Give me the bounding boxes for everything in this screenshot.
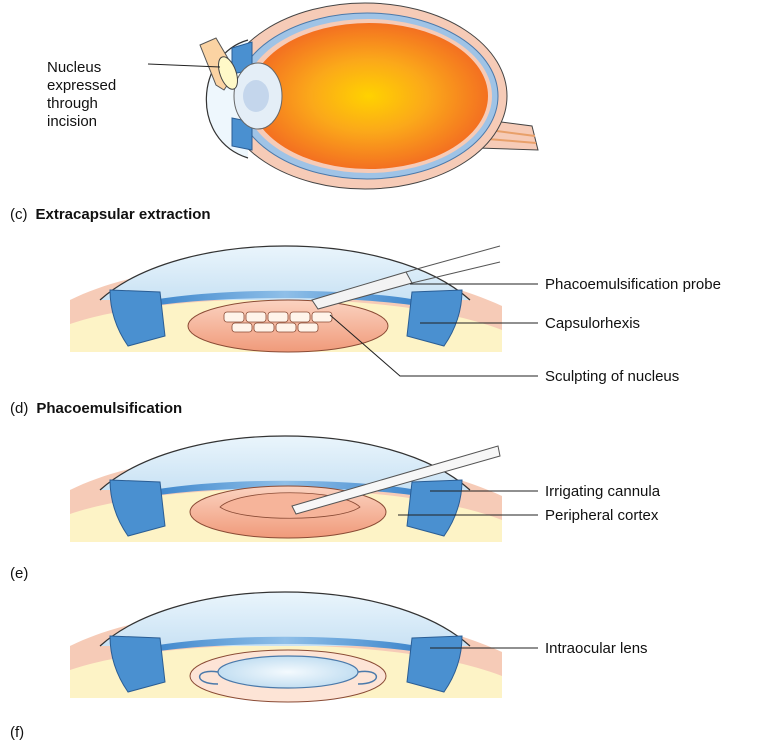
cannula-label: Irrigating cannula [545,483,661,500]
nucleus-callout: Nucleus expressed through incision [47,59,120,130]
panel-f: Intraocular lens (f) [10,592,648,741]
nucleus-fragments [224,312,332,332]
anterior-segment-d [70,246,502,352]
panel-f-caption: (f) [10,724,24,741]
panel-e: Irrigating cannula Peripheral cortex (e) [10,436,661,582]
anterior-segment-f [70,592,502,702]
panel-c: Nucleus expressed through incision (c) E… [10,3,538,223]
panel-d: Phacoemulsification probe Capsulorhexis … [10,246,721,417]
sculpting-label: Sculpting of nucleus [545,368,679,385]
probe-label: Phacoemulsification probe [545,276,721,293]
anterior-segment-e [70,436,502,542]
panel-e-caption: (e) [10,565,28,582]
cortex-label: Peripheral cortex [545,507,659,524]
panel-c-caption: (c) Extracapsular extraction [10,206,211,223]
panel-d-caption: (d) Phacoemulsification [10,400,182,417]
eye-globe-illustration [200,3,538,189]
intraocular-lens [218,656,358,688]
vitreous-body [250,23,488,169]
capsulorhexis-label: Capsulorhexis [545,315,640,332]
iol-label: Intraocular lens [545,640,648,657]
